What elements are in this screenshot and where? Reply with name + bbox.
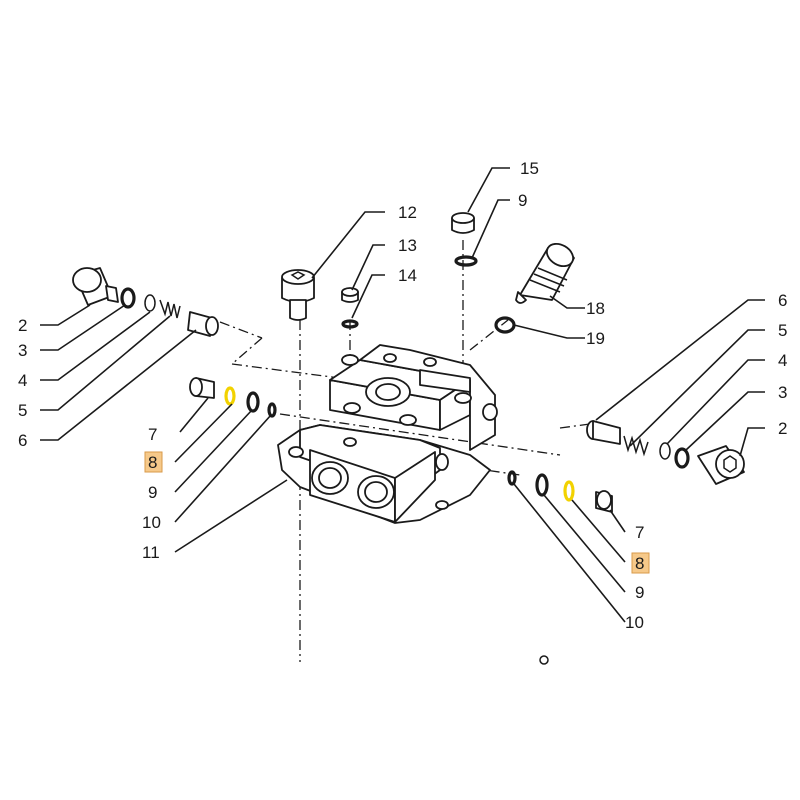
oring-14 [341, 319, 359, 329]
socket-screw-12 [281, 269, 315, 321]
right-washer-4 [659, 442, 671, 460]
right-oring-3 [674, 447, 690, 469]
oring-19 [494, 316, 516, 334]
callout-13: 13 [398, 236, 417, 255]
callout-9-left: 9 [148, 483, 157, 502]
left-oring-10 [267, 402, 277, 418]
right-washer-8-highlighted [563, 480, 575, 502]
callout-8-right: 8 [635, 554, 644, 573]
callout-labels: 2 3 4 5 6 7 8 9 10 11 12 13 14 15 9 18 1… [18, 159, 787, 632]
callout-6-right: 6 [778, 291, 787, 310]
callout-10-left: 10 [142, 513, 161, 532]
right-oring-9 [535, 473, 549, 497]
right-spring-5 [623, 435, 649, 457]
callout-7-right: 7 [635, 523, 644, 542]
valve-housing [277, 344, 498, 524]
left-poppet-6 [187, 311, 219, 337]
callout-19: 19 [586, 329, 605, 348]
callout-7-left: 7 [148, 425, 157, 444]
callout-4-left: 4 [18, 371, 27, 390]
cartridge-18 [515, 242, 575, 304]
callout-5-right: 5 [778, 321, 787, 340]
callout-3-left: 3 [18, 341, 27, 360]
callout-9-top: 9 [518, 191, 527, 210]
watermark-mark [539, 655, 549, 665]
callout-11: 11 [142, 543, 160, 562]
callout-8-left: 8 [148, 453, 157, 472]
callout-2-left: 2 [18, 316, 27, 335]
callout-18: 18 [586, 299, 605, 318]
left-washer-8-highlighted [224, 386, 236, 406]
callout-5-left: 5 [18, 401, 27, 420]
right-oring-10 [507, 470, 517, 486]
callout-3-right: 3 [778, 383, 787, 402]
left-seat-7 [189, 377, 215, 399]
callout-6-left: 6 [18, 431, 27, 450]
right-poppet-6 [586, 420, 621, 445]
callout-10-right: 10 [625, 613, 644, 632]
left-oring-3 [120, 287, 136, 309]
leader-lines [40, 167, 765, 623]
oring-9-top [454, 255, 478, 267]
callout-8-right-highlight [631, 552, 650, 574]
callout-12: 12 [398, 203, 417, 222]
callout-8-left-highlight [144, 451, 163, 473]
callout-2-right: 2 [778, 419, 787, 438]
callout-14: 14 [398, 266, 417, 285]
plug-13 [341, 287, 359, 303]
left-washer-4 [144, 294, 156, 312]
left-spring-5 [159, 299, 181, 319]
right-plug-2 [697, 445, 745, 485]
right-seat-7 [595, 490, 613, 513]
left-oring-9 [246, 391, 260, 413]
left-plug-2 [72, 267, 119, 306]
callout-9-right: 9 [635, 583, 644, 602]
callout-15: 15 [520, 159, 539, 178]
plug-15 [451, 212, 475, 234]
callout-4-right: 4 [778, 351, 787, 370]
